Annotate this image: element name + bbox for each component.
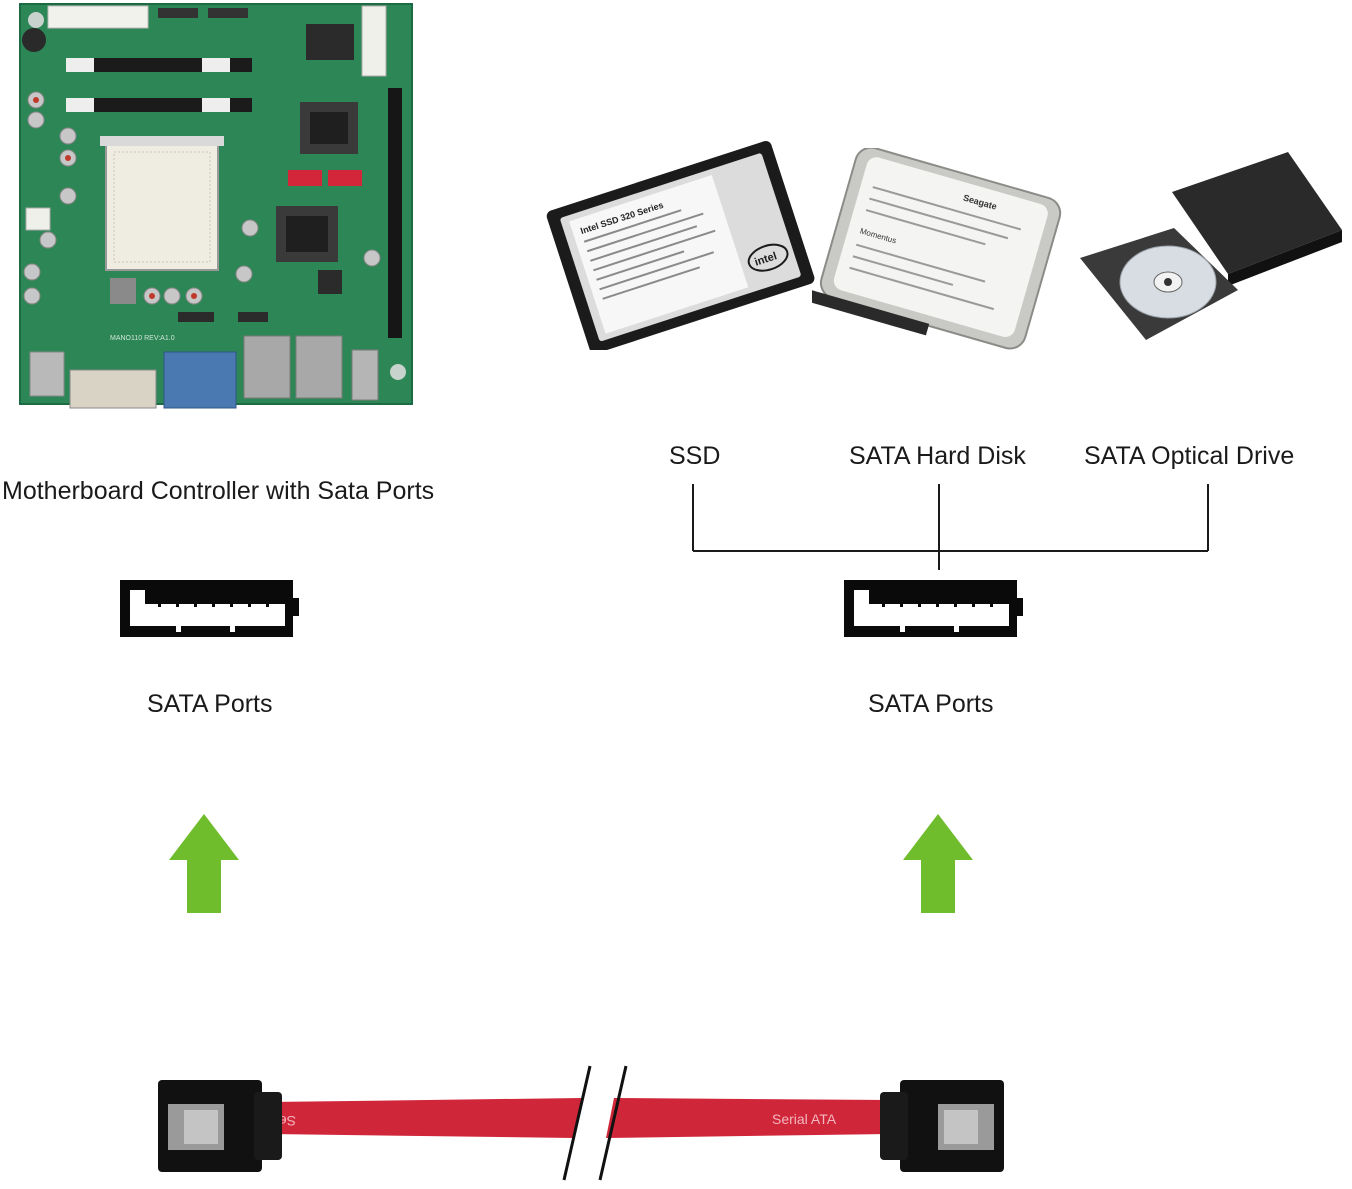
ssd-image: Intel SSD 320 Series intel (540, 128, 820, 350)
hard-disk-image: Seagate Momentus (812, 148, 1068, 352)
motherboard-image: MANO110 REV:A1.0 (18, 0, 418, 412)
cable-connector-left (158, 1080, 282, 1172)
cable-print-right: Serial ATA (772, 1111, 837, 1127)
board-silkscreen-text: MANO110 REV:A1.0 (110, 335, 175, 342)
cable-right-segment (606, 1098, 890, 1138)
up-arrow-icon-right (902, 814, 974, 914)
device-bracket-lines (680, 480, 1220, 576)
sata-cable-image: Serial ATA Serial ATA (150, 1060, 1010, 1184)
optical-drive-label: SATA Optical Drive (1084, 444, 1294, 469)
ssd-label: SSD (669, 444, 720, 469)
optical-drive-image (1076, 150, 1346, 346)
motherboard-caption: Motherboard Controller with Sata Ports (2, 479, 434, 504)
sata-port-symbol-right (842, 578, 1026, 640)
hard-disk-label: SATA Hard Disk (849, 444, 1026, 469)
cable-connector-right (880, 1080, 1004, 1172)
cable-left-segment (270, 1098, 582, 1138)
sata-ports-label-left: SATA Ports (147, 692, 273, 717)
sata-ports-label-right: SATA Ports (868, 692, 994, 717)
sata-port-symbol-left (118, 578, 302, 640)
up-arrow-icon-left (168, 814, 240, 914)
